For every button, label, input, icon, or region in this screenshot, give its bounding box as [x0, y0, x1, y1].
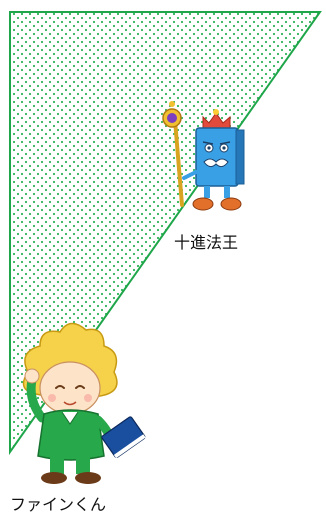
king-label: 十進法王 [174, 233, 239, 252]
king-character-icon [162, 101, 245, 211]
fine-kun-label: ファインくん [10, 495, 107, 514]
fine-kun-character-icon [22, 322, 146, 484]
